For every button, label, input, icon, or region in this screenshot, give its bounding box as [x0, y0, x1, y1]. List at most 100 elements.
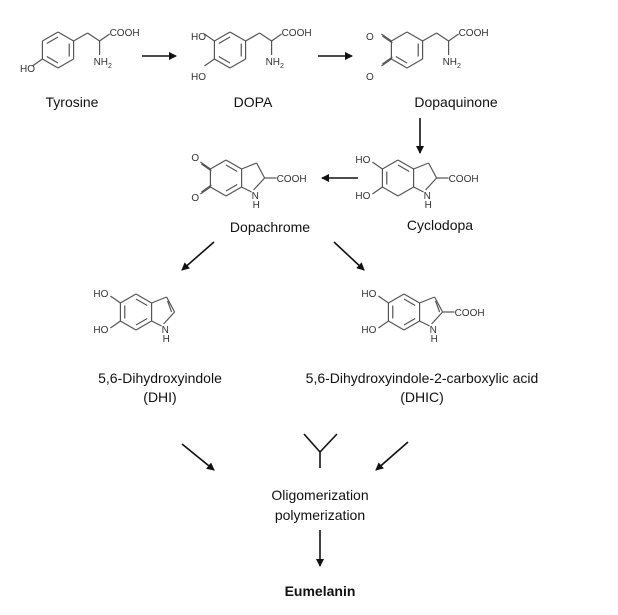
ring-bond	[382, 159, 399, 170]
bond	[110, 295, 121, 304]
dopaquinone-cooh: COOH	[459, 28, 489, 39]
double-bond	[403, 298, 416, 307]
double-bond	[397, 164, 410, 173]
bond	[204, 33, 215, 42]
label-dopachrome: Dopachrome	[230, 219, 310, 235]
label-dhi: 5,6-Dihydroxyindole	[98, 370, 222, 386]
bond	[382, 35, 393, 44]
bond	[372, 161, 383, 170]
bond	[99, 33, 110, 42]
bond	[425, 177, 438, 191]
ring-bond	[42, 31, 59, 42]
bond	[382, 56, 393, 65]
double-bond	[218, 55, 231, 64]
cyclodopa-cooh: COOH	[449, 174, 479, 185]
ring-bond	[229, 31, 246, 42]
ring-bond	[397, 159, 414, 170]
double-bond	[403, 317, 416, 326]
bond	[241, 162, 257, 170]
ring-bond	[120, 320, 137, 331]
bond	[201, 184, 212, 193]
ring-bond	[135, 293, 152, 304]
double-bond	[46, 36, 59, 45]
bond	[419, 296, 435, 304]
arrow-dopachrome-to-dhi	[181, 241, 215, 271]
dhi-ho-6: HO	[93, 325, 108, 336]
dopachrome-o-6: O	[191, 193, 199, 204]
dopaquinone-o-4: O	[366, 72, 374, 83]
dhic-ho-5: HO	[361, 289, 376, 300]
ring-bond	[42, 58, 59, 69]
ring-bond	[214, 31, 231, 42]
ring-bond	[388, 320, 405, 331]
bond	[413, 162, 429, 170]
bond	[204, 58, 215, 67]
ring-bond	[229, 58, 246, 69]
cyclodopa-ho-5: HO	[355, 155, 370, 166]
ring-bond	[57, 58, 74, 69]
ring-bond	[210, 159, 227, 170]
ring-bond	[397, 186, 414, 197]
bond	[256, 162, 266, 179]
double-bond	[135, 317, 148, 326]
bond	[200, 186, 211, 195]
bond	[200, 161, 211, 170]
label-oligomerization: Oligomerization	[271, 487, 368, 503]
dhi-n: N	[162, 325, 169, 336]
tyrosine-ho: HO	[20, 64, 35, 75]
ring-bond	[391, 31, 408, 42]
arrow-dopachrome-to-dhic	[333, 241, 365, 271]
dopa-ho-4: HO	[191, 72, 206, 83]
bond	[448, 33, 459, 42]
double-bond	[225, 164, 238, 173]
bond	[259, 32, 272, 42]
dopachrome-nh: H	[253, 200, 260, 211]
label-dhi-abbr: (DHI)	[143, 389, 176, 405]
double-bond	[46, 55, 59, 64]
arrow-dhic-to-oligomer	[375, 441, 409, 471]
bond	[201, 163, 212, 172]
double-bond	[395, 55, 408, 64]
ring-bond	[210, 186, 227, 197]
ring-bond	[135, 320, 152, 331]
dopa-ho-3: HO	[191, 32, 206, 43]
bonds	[32, 31, 459, 331]
bond	[381, 58, 392, 67]
bond	[245, 32, 260, 42]
bond	[73, 32, 88, 42]
bond	[435, 300, 441, 313]
cyclodopa-n: N	[424, 191, 431, 202]
bond	[166, 296, 176, 313]
ring-bond	[382, 186, 399, 197]
dhic-ho-6: HO	[361, 325, 376, 336]
arrows	[142, 52, 424, 567]
ring-bond	[214, 58, 231, 69]
bond	[413, 186, 424, 193]
bond	[434, 296, 444, 313]
label-dhic-abbr: (DHIC)	[400, 389, 444, 405]
bond	[151, 320, 162, 327]
bond	[436, 32, 449, 42]
label-dopa: DOPA	[234, 94, 273, 110]
dhi-nh: H	[163, 334, 170, 345]
ring-bond	[120, 293, 137, 304]
tyrosine-nh2: NH2	[94, 57, 112, 70]
double-bond	[225, 183, 238, 192]
bond	[110, 320, 121, 329]
ring-bond	[403, 293, 420, 304]
bond	[378, 295, 389, 304]
bond	[32, 58, 43, 67]
bond	[271, 33, 282, 42]
ring-bond	[57, 31, 74, 42]
dopaquinone-nh2: NH2	[443, 57, 461, 70]
dopachrome-cooh: COOH	[277, 174, 307, 185]
dhic-n: N	[430, 325, 437, 336]
bond	[151, 296, 167, 304]
merge-y-symbol	[303, 433, 338, 468]
dhi-ho-5: HO	[93, 289, 108, 300]
label-dopaquinone: Dopaquinone	[414, 94, 498, 110]
label-dhic: 5,6-Dihydroxyindole-2-carboxylic acid	[306, 370, 539, 386]
bond	[253, 177, 266, 191]
